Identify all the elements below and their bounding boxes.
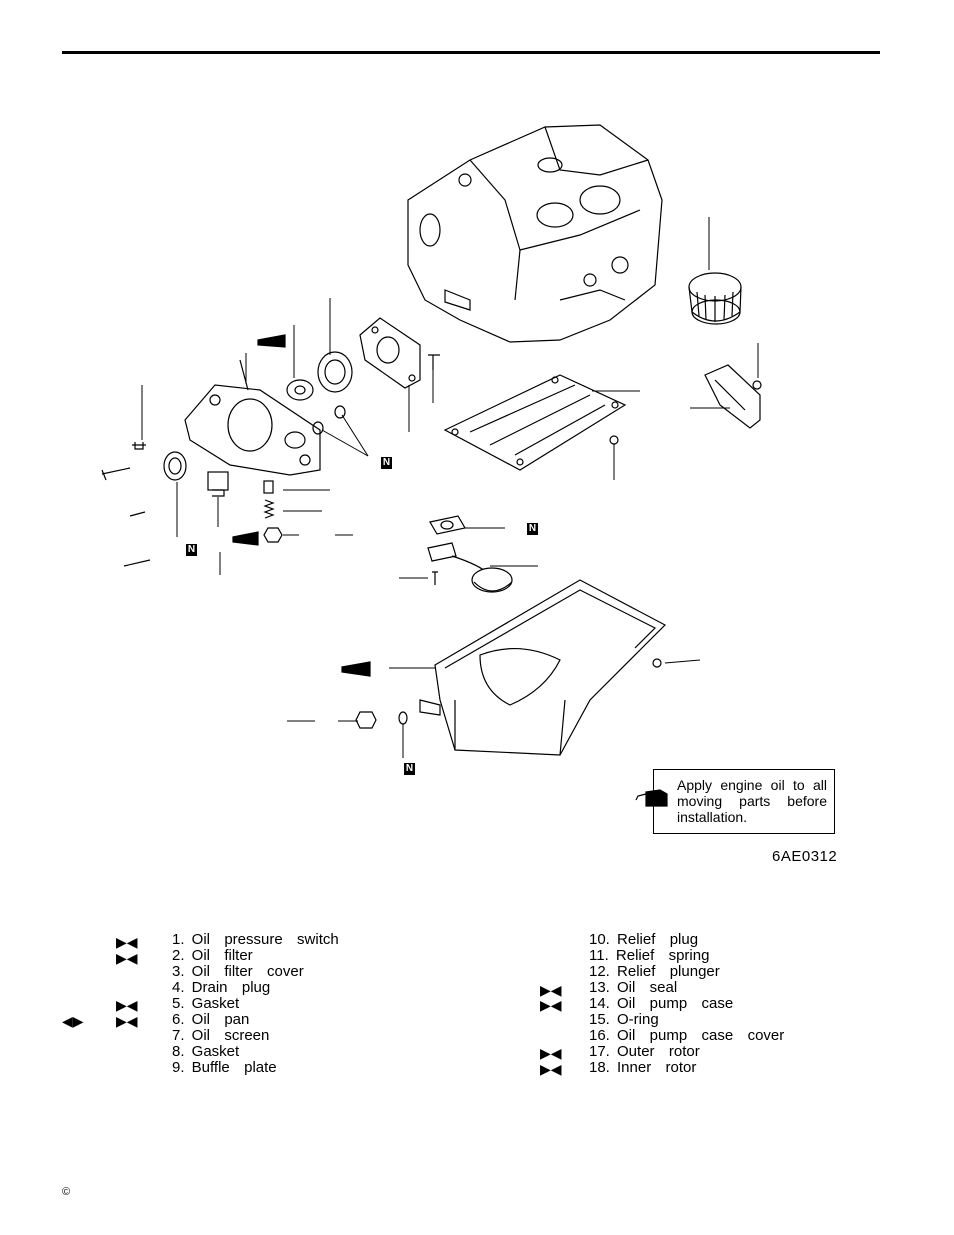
legend-item: 3. Oil filter cover — [172, 963, 304, 980]
legend-item: 13. Oil seal — [589, 979, 678, 996]
sealant-tube — [232, 334, 371, 677]
leader-lines — [141, 217, 759, 758]
legend-item: 11. Relief spring — [589, 947, 710, 964]
legend-item: 1. Oil pressure switch — [172, 931, 339, 948]
legend-mark: ◀▶ — [62, 1013, 84, 1029]
note-box: Apply engine oil to all moving parts bef… — [653, 769, 835, 834]
legend-item: 8. Gasket — [172, 1043, 240, 1060]
oil-filter — [688, 272, 742, 325]
oil-screen — [427, 542, 513, 593]
inner-rotor — [286, 379, 314, 401]
note-text: Apply engine oil to all moving parts bef… — [677, 777, 827, 825]
legend-item: 15. O-ring — [589, 1011, 659, 1028]
engine-block — [407, 124, 663, 343]
oil-seal — [163, 451, 187, 481]
new-part-badge: N — [381, 457, 392, 469]
copyright-mark: © — [62, 1186, 71, 1198]
legend-mark: ▶◀ — [116, 934, 138, 950]
gasket — [429, 515, 466, 535]
legend-item: 14. Oil pump case — [589, 995, 734, 1012]
new-part-badge: N — [186, 544, 197, 556]
legend-item: 10. Relief plug — [589, 931, 699, 948]
legend-item: 2. Oil filter — [172, 947, 253, 964]
oil-pan — [419, 579, 666, 756]
legend-mark: ▶◀ — [540, 1061, 562, 1077]
oil-pump-case-cover — [359, 317, 421, 389]
legend-item: 16. Oil pump case cover — [589, 1027, 785, 1044]
legend-item: 18. Inner rotor — [589, 1059, 697, 1076]
bolt — [101, 354, 440, 585]
legend-item: 5. Gasket — [172, 995, 240, 1012]
drain-plug — [355, 711, 377, 729]
legend-mark: ▶◀ — [540, 982, 562, 998]
oil-can-icon — [635, 789, 668, 807]
legend-left: 1. Oil pressure switch 2. Oil filter 3. … — [172, 932, 339, 1076]
oil-pressure-switch — [207, 471, 229, 497]
oil-filter-cover — [704, 364, 762, 429]
legend-item: 9. Buffle plate — [172, 1059, 277, 1076]
relief-spring — [263, 499, 275, 519]
relief-plug — [263, 527, 283, 543]
baffle-plate — [443, 374, 627, 471]
legend-mark: ▶◀ — [540, 997, 562, 1013]
legend-right: 10. Relief plug 11. Relief spring 12. Re… — [589, 932, 784, 1076]
relief-plunger — [263, 480, 274, 494]
outer-rotor — [317, 351, 353, 393]
header-rule — [62, 51, 880, 54]
new-part-badge: N — [527, 523, 538, 535]
legend-mark: ▶◀ — [116, 1013, 138, 1029]
legend-mark: ▶◀ — [116, 950, 138, 966]
o-ring — [312, 405, 408, 725]
figure-id: 6AE0312 — [772, 848, 838, 865]
legend-item: 6. Oil pan — [172, 1011, 250, 1028]
oil-pump-case — [184, 359, 321, 476]
legend-item: 4. Drain plug — [172, 979, 271, 996]
legend-mark: ▶◀ — [540, 1045, 562, 1061]
new-part-badge: N — [404, 763, 415, 775]
legend-item: 17. Outer rotor — [589, 1043, 700, 1060]
legend-item: 12. Relief plunger — [589, 963, 720, 980]
legend-item: 7. Oil screen — [172, 1027, 270, 1044]
legend-mark: ▶◀ — [116, 997, 138, 1013]
